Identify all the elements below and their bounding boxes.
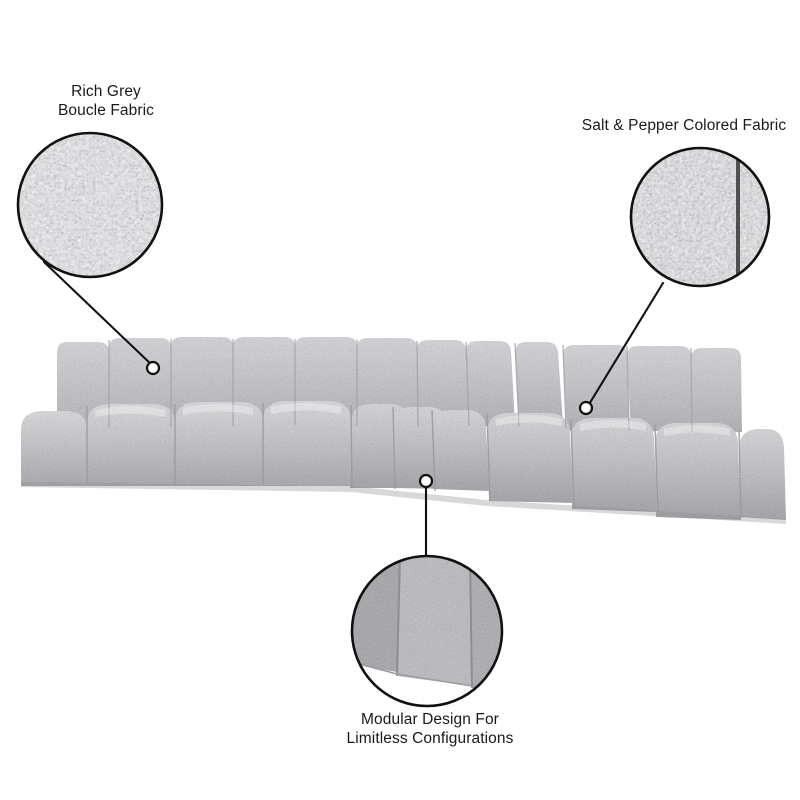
backrest-seams <box>108 339 693 433</box>
seat-seams <box>86 403 742 519</box>
sofa-backrest-corner <box>415 340 563 428</box>
marker-modular[interactable] <box>418 473 434 489</box>
swatch-rich-grey-boucle <box>16 131 164 279</box>
marker-rich-grey[interactable] <box>145 360 161 376</box>
callout-label-modular-line-1: Modular Design For <box>361 711 499 728</box>
sofa-seat-right <box>487 413 786 520</box>
seat-highlights <box>95 403 730 436</box>
marker-salt-pepper[interactable] <box>578 400 594 416</box>
sofa-seat-left <box>21 401 351 486</box>
callout-label-modular: Modular Design For Limitless Configurati… <box>330 710 530 748</box>
swatch-modular-design <box>350 554 504 708</box>
callout-label-salt-pepper-line-1: Salt & Pepper Colored Fabric <box>581 117 787 134</box>
callout-label-rich-grey: Rich Grey Boucle Fabric <box>0 82 212 120</box>
swatch-salt-pepper <box>629 146 771 288</box>
callout-label-modular-line-2: Limitless Configurations <box>346 730 514 747</box>
sofa-base-shadow <box>21 482 786 524</box>
callout-label-salt-pepper: Salt & Pepper Colored Fabric <box>568 116 800 135</box>
leader-line-salt-pepper <box>586 281 665 408</box>
sofa-seat-corner <box>350 404 490 491</box>
leader-line-rich-grey <box>42 260 155 368</box>
callout-label-rich-grey-line-2: Boucle Fabric <box>57 102 155 119</box>
callout-label-rich-grey-line-1: Rich Grey <box>71 83 141 100</box>
